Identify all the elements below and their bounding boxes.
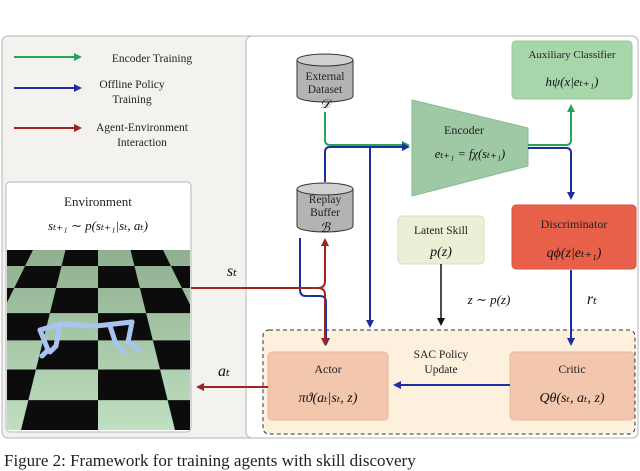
legend-encoder-training: Encoder Training: [112, 53, 192, 65]
actor-label: Actor: [314, 362, 341, 376]
external-dataset: External Dataset 𝒟: [296, 53, 354, 111]
critic-label: Critic: [558, 362, 585, 376]
replay-buffer-line1: Replay: [309, 194, 342, 206]
legend-offline-policy-1: Offline Policy: [99, 79, 165, 91]
action-label: aₜ: [218, 363, 230, 380]
skill-sample-label: z ∼ p(z): [467, 292, 511, 307]
critic-formula: Qθ(sₜ, aₜ, z): [539, 391, 604, 406]
encoder-training-arrows: [324, 104, 575, 149]
environment-title: Environment: [64, 194, 132, 209]
aux-classifier-formula: hψ(x|eₜ₊₁): [546, 74, 599, 89]
floor-tile: [98, 265, 140, 289]
legend-agent-env-2: Interaction: [117, 137, 167, 149]
sac-line2: Update: [424, 364, 457, 376]
floor-tile: [7, 250, 33, 266]
replay-buffer-line2: Buffer: [310, 207, 340, 219]
reward-label: rₜ: [587, 291, 597, 308]
floor-tile: [49, 288, 98, 314]
interaction-arrows: [191, 238, 329, 391]
legend: Encoder Training Offline Policy Training…: [14, 53, 192, 149]
floor-tile: [7, 288, 15, 303]
encoder-label: Encoder: [444, 123, 484, 137]
floor-tile: [152, 340, 190, 370]
figure-caption: Figure 2: Framework for training agents …: [4, 451, 416, 470]
floor-tile: [167, 400, 190, 430]
discriminator: Discriminator qϕ(z|eₜ₊₁): [511, 204, 637, 270]
latent-skill-formula: p(z): [429, 245, 452, 260]
critic-block: Critic Qθ(sₜ, aₜ, z): [509, 351, 635, 421]
floor-tile: [170, 265, 190, 289]
actor-formula: πϑ(aₜ|sₜ, z): [299, 391, 358, 406]
floor-tile: [98, 369, 168, 401]
floor-tile: [7, 369, 36, 401]
environment-box: Environment sₜ₊₁ ∼ p(sₜ₊₁|sₜ, aₜ): [5, 181, 192, 433]
encoder-block: Encoder eₜ₊₁ = fχ(sₜ₊₁): [411, 99, 529, 197]
legend-agent-env-1: Agent-Environment: [96, 122, 189, 134]
replay-buffer-symbol: ℬ: [320, 220, 331, 235]
state-label: sₜ: [227, 263, 237, 280]
floor-tile: [20, 400, 98, 430]
discriminator-formula: qϕ(z|eₜ₊₁): [547, 246, 602, 261]
floor-tile: [14, 265, 62, 289]
replay-buffer: Replay Buffer ℬ: [296, 182, 354, 235]
external-dataset-symbol: 𝒟: [320, 96, 333, 111]
discriminator-label: Discriminator: [541, 217, 608, 231]
floor-tile: [139, 288, 190, 314]
environment-render: [7, 250, 190, 430]
floor-tile: [61, 250, 98, 266]
latent-skill-label: Latent Skill: [414, 225, 468, 237]
external-dataset-line2: Dataset: [308, 84, 343, 96]
latent-skill: Latent Skill p(z): [397, 215, 485, 265]
aux-classifier-label: Auxiliary Classifier: [528, 49, 615, 61]
sac-line1: SAC Policy: [414, 349, 469, 361]
floor-tile: [130, 250, 171, 266]
auxiliary-classifier: Auxiliary Classifier hψ(x|eₜ₊₁): [511, 40, 633, 100]
walker-agent: [37, 319, 143, 359]
external-dataset-line1: External: [306, 71, 345, 83]
actor-block: Actor πϑ(aₜ|sₜ, z): [267, 351, 389, 421]
legend-offline-policy-2: Training: [112, 94, 151, 106]
environment-dynamics: sₜ₊₁ ∼ p(sₜ₊₁|sₜ, aₜ): [48, 218, 148, 233]
encoder-formula: eₜ₊₁ = fχ(sₜ₊₁): [435, 147, 505, 161]
